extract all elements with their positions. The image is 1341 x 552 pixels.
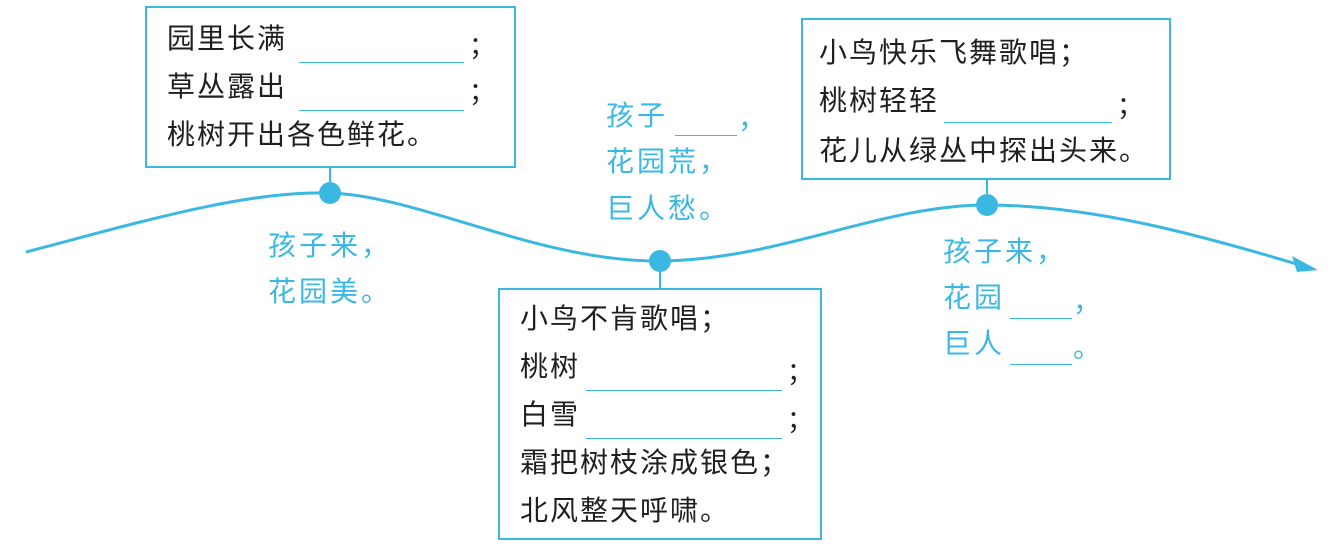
box3-blank1[interactable] xyxy=(944,122,1112,123)
box3-line1: 小鸟快乐飞舞歌唱； xyxy=(819,36,1090,69)
box2-line5: 北风整天呼啸。 xyxy=(520,494,731,527)
box1-line1: 园里长满 xyxy=(167,22,287,56)
label2-line3: 巨人愁。 xyxy=(606,192,731,225)
label3-line3-prefix: 巨人 xyxy=(943,327,1006,360)
label3-blank2[interactable] xyxy=(1010,364,1072,365)
box3-line2: 桃树轻轻 xyxy=(819,84,939,118)
box1-blank1[interactable] xyxy=(299,62,464,63)
label2-line1-tail: ， xyxy=(738,102,770,135)
box1-line1-prefix: 园里长满 xyxy=(167,22,288,55)
box1-line2-prefix: 草丛露出 xyxy=(167,70,288,103)
box1-line3: 桃树开出各色鲜花。 xyxy=(167,118,438,151)
box1-line2: 草丛露出 xyxy=(167,70,287,104)
box2-line3-prefix: 白雪 xyxy=(520,398,581,431)
label3-line3-tail: 。 xyxy=(1073,331,1105,364)
timeline-node-2 xyxy=(649,250,671,272)
label1-line2: 花园美。 xyxy=(268,275,393,308)
box1-blank2[interactable] xyxy=(299,110,464,111)
box2-line2-prefix: 桃树 xyxy=(520,350,581,383)
box3-line3: 花儿从绿丛中探出头来。 xyxy=(819,134,1150,167)
label2-line2: 花园荒， xyxy=(606,145,731,178)
label3-line1: 孩子来， xyxy=(943,235,1068,268)
timeline-node-3 xyxy=(976,194,998,216)
stage-box-2: 小鸟不肯歌唱； 桃树 ； 白雪 ； 霜把树枝涂成银色； 北风整天呼啸。 xyxy=(498,288,822,540)
label2-blank[interactable] xyxy=(675,135,737,136)
box1-line1-tail: ； xyxy=(469,32,498,62)
box2-blank1[interactable] xyxy=(586,390,782,391)
timeline-arrowhead xyxy=(1292,256,1318,272)
stage-box-1: 园里长满 ； 草丛露出 ； 桃树开出各色鲜花。 xyxy=(145,6,516,168)
box1-line2-tail: ； xyxy=(469,78,498,108)
box2-line4: 霜把树枝涂成银色； xyxy=(520,446,791,479)
stage-box-3: 小鸟快乐飞舞歌唱； 桃树轻轻 ； 花儿从绿丛中探出头来。 xyxy=(801,18,1171,180)
timeline-node-1 xyxy=(319,182,341,204)
label3-blank1[interactable] xyxy=(1010,318,1072,319)
label2-line1-prefix: 孩子 xyxy=(606,99,669,132)
label3-line2-prefix: 花园 xyxy=(943,281,1006,314)
label1-line1: 孩子来， xyxy=(268,229,393,262)
box2-blank2[interactable] xyxy=(586,438,782,439)
box2-line3: 白雪 xyxy=(520,398,580,432)
box2-line1: 小鸟不肯歌唱； xyxy=(520,302,731,335)
box3-line2-tail: ； xyxy=(1117,92,1146,122)
box3-line2-prefix: 桃树轻轻 xyxy=(819,84,940,117)
box2-line2-tail: ； xyxy=(787,358,816,388)
box2-line2: 桃树 xyxy=(520,350,580,384)
label3-line2-tail: ， xyxy=(1073,285,1105,318)
box2-line3-tail: ； xyxy=(787,406,816,436)
